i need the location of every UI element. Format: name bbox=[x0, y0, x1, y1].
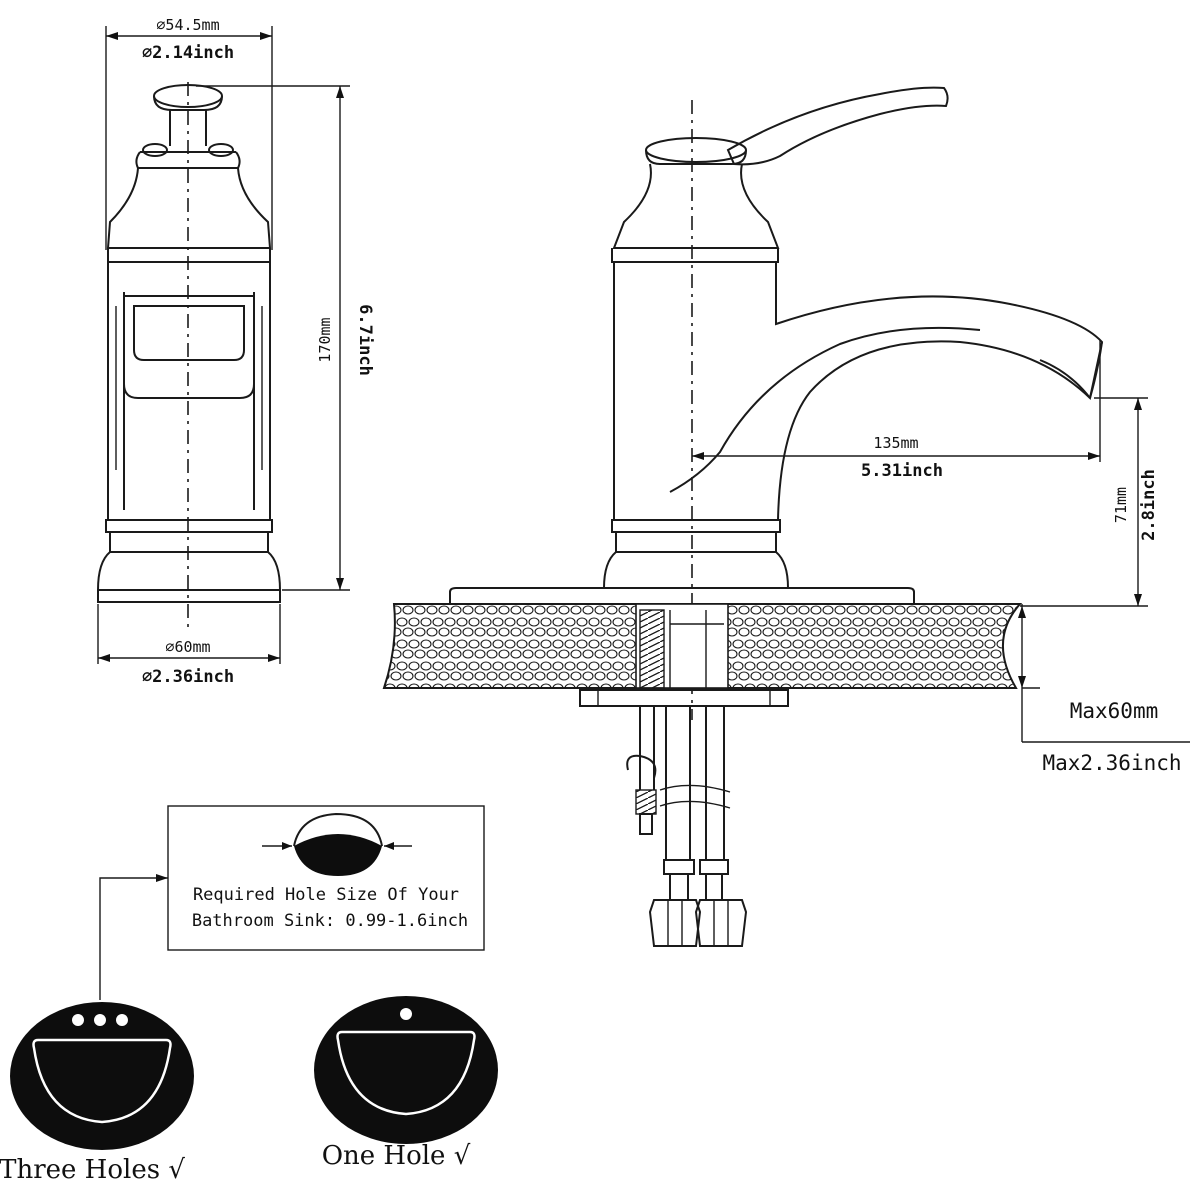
reach-inch: 5.31inch bbox=[861, 461, 943, 481]
front-base bbox=[96, 519, 282, 603]
height-dimension: 170mm 6.7inch bbox=[196, 85, 375, 591]
hole-size-note: Required Hole Size Of Your Bathroom Sink… bbox=[99, 805, 485, 1000]
side-base bbox=[602, 519, 790, 589]
side-view: 135mm 5.31inch 71mm 2.8inch Max60mm Max2… bbox=[382, 86, 1190, 947]
one-hole-label: One Hole √ bbox=[322, 1141, 471, 1171]
three-holes-sink: Three Holes √ bbox=[0, 1002, 194, 1185]
note-line-1: Required Hole Size Of Your bbox=[193, 885, 459, 905]
top-diameter-dimension: ⌀54.5mm ⌀2.14inch bbox=[105, 16, 273, 250]
top-diameter-inch: ⌀2.14inch bbox=[142, 43, 234, 63]
one-hole-sink: One Hole √ bbox=[314, 996, 498, 1171]
reach-mm: 135mm bbox=[873, 434, 918, 452]
side-body-spout bbox=[613, 262, 1104, 521]
height-inch: 6.7inch bbox=[355, 304, 375, 376]
base-diameter-inch: ⌀2.36inch bbox=[142, 667, 234, 687]
base-plate bbox=[449, 587, 915, 604]
reach-dimension: 135mm 5.31inch bbox=[692, 340, 1101, 481]
side-body-cap bbox=[611, 163, 780, 263]
max-deck-mm: Max60mm bbox=[1070, 699, 1159, 723]
max-deck-inch: Max2.36inch bbox=[1042, 751, 1181, 775]
countertop-section bbox=[382, 603, 1023, 689]
note-line-2: Bathroom Sink: 0.99-1.6inch bbox=[192, 911, 468, 931]
height-mm: 170mm bbox=[316, 317, 334, 362]
base-diameter-mm: ⌀60mm bbox=[165, 638, 210, 656]
hole-icon bbox=[262, 812, 412, 876]
front-body-cap bbox=[106, 167, 272, 263]
spout-height-inch: 2.8inch bbox=[1139, 469, 1159, 541]
note-leader-line bbox=[99, 877, 168, 1000]
mounting-plate bbox=[579, 689, 789, 707]
front-view: ⌀54.5mm ⌀2.14inch 170mm 6.7inch ⌀60mm ⌀2… bbox=[96, 16, 375, 687]
top-diameter-mm: ⌀54.5mm bbox=[156, 16, 219, 34]
front-body bbox=[107, 262, 271, 520]
deck-thickness-dimension: Max60mm Max2.36inch bbox=[1018, 604, 1190, 775]
supply-hoses bbox=[626, 706, 748, 947]
front-handle-knob bbox=[135, 84, 241, 169]
base-diameter-dimension: ⌀60mm ⌀2.36inch bbox=[97, 604, 281, 687]
spout-height-dimension: 71mm 2.8inch bbox=[1020, 397, 1159, 607]
three-holes-label: Three Holes √ bbox=[0, 1155, 185, 1185]
spout-height-mm: 71mm bbox=[1112, 487, 1130, 523]
side-lever-handle bbox=[645, 86, 949, 166]
